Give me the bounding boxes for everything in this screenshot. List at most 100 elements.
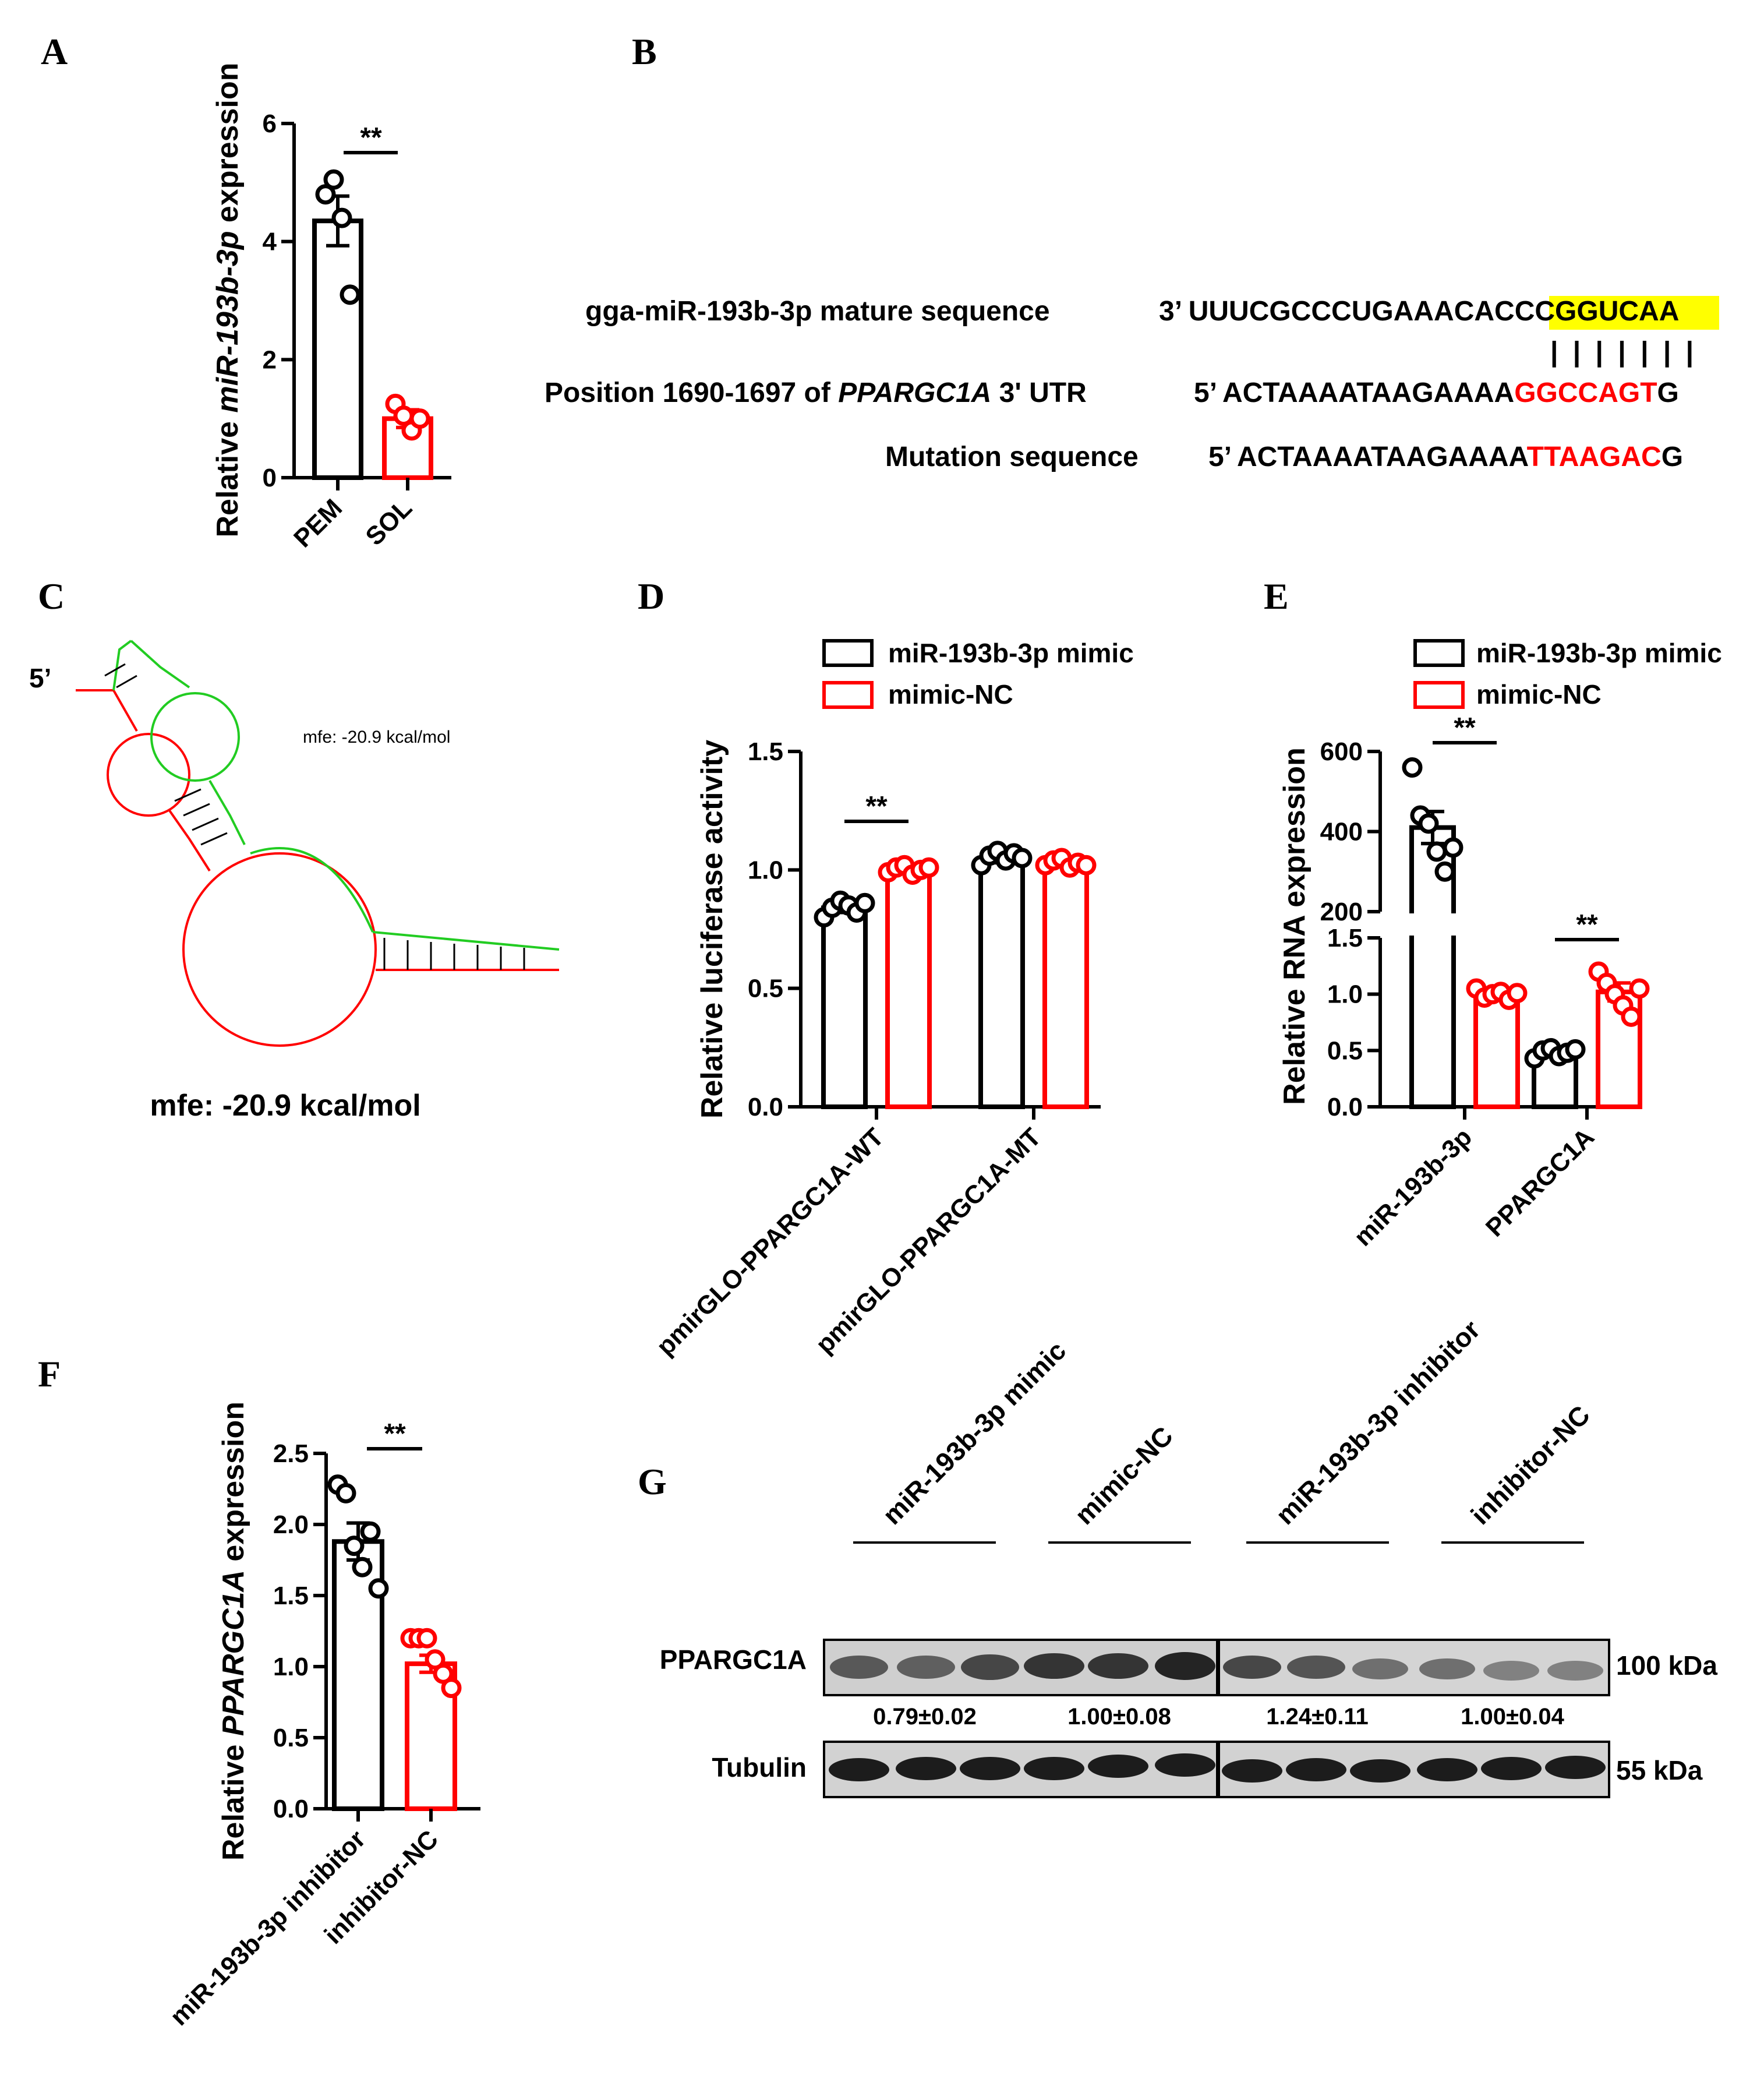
panel-e-y-title: Relative RNA expression	[1278, 747, 1311, 1105]
panel-e-axis-break-mask	[1409, 913, 1456, 936]
panel-e-g0-s0-point-4	[1434, 861, 1455, 882]
panel-f-sig-label: **	[384, 1418, 406, 1449]
panel-f-bar-1-point-5	[441, 1678, 462, 1699]
panel-letter-c: C	[38, 576, 65, 617]
panel-e-g0-s0-point-0	[1402, 757, 1423, 778]
panel-g-lane-label-inhibitor: miR-193b-3p inhibitor	[1270, 1314, 1486, 1530]
panel-e-tick-label-3: 1.5	[1327, 924, 1363, 952]
panel-f-chart: Relative PPARGC1A expression 0.0 0.5 1.0 1.…	[165, 1402, 480, 2031]
panel-letter-b: B	[632, 31, 657, 72]
panel-d-g0-s0-point-5	[854, 892, 875, 913]
panel-e-legend-swatch-nc	[1413, 681, 1465, 709]
panel-d-tick-label-2: 1.0	[748, 856, 783, 884]
panel-g-bands	[829, 1652, 1606, 1783]
panel-d-legend-swatch-nc	[822, 681, 874, 709]
panel-a-pem-point-0	[315, 184, 336, 205]
panel-e-g1-s1-point-5	[1629, 978, 1650, 999]
panel-d-g1-s0-bar	[978, 856, 1025, 1109]
panel-a-xlabel-0: PEM	[288, 493, 348, 553]
panel-e-tick-label-6: 600	[1320, 737, 1363, 766]
panel-f-y-title: Relative PPARGC1A expression	[217, 1402, 250, 1861]
panel-a-tick-label-1: 2	[263, 345, 277, 374]
panel-e-sig-label-0: **	[1454, 712, 1476, 743]
panel-g-quant-mimic: 0.79±0.02	[873, 1704, 977, 1730]
panel-a-y-title: Relative miR-193b-3p expression	[211, 63, 245, 538]
panel-e-chart: miR-193b-3p mimic mimic-NC Relative RNA …	[1278, 638, 1722, 1252]
panel-f-bar-0-point-1	[335, 1483, 356, 1503]
panel-d-sig-label-0: **	[865, 791, 888, 822]
panel-letter-g: G	[638, 1461, 667, 1502]
panel-f-bar-1-point-2	[416, 1628, 437, 1649]
panel-g-blot-tubulin-left	[823, 1741, 1218, 1798]
panel-b-row2-label: Position 1690-1697 of PPARGC1A 3' UTR	[545, 377, 1087, 408]
panel-a-pem-bar	[312, 218, 363, 480]
panel-c-rna-structure: 5’ mfe: -20.9 kcal/mol	[29, 640, 560, 1123]
panel-c-hairpin	[76, 640, 560, 1047]
panel-a-tick-label-0: 0	[263, 464, 277, 492]
panel-g-row-label-ppargc1a: PPARGC1A	[660, 1644, 807, 1675]
panel-f-tick-label-0: 0.0	[273, 1795, 309, 1823]
panel-d-legend-nc: mimic-NC	[888, 679, 1013, 710]
panel-e-g0-s0-point-2	[1418, 813, 1439, 834]
panel-letter-a: A	[41, 31, 68, 72]
panel-a-tick-label-2: 4	[263, 228, 277, 256]
panel-e-g1-s0-point-5	[1565, 1039, 1586, 1060]
panel-d-tick-label-1: 0.5	[748, 975, 783, 1003]
panel-a-sig-label: **	[360, 122, 382, 153]
panel-e-g0-s0-bar	[1409, 825, 1456, 1109]
panel-f-tick-label-4: 2.0	[273, 1510, 309, 1539]
panel-f-tick-label-2: 1.0	[273, 1653, 309, 1681]
panel-g-lane-label-inhibitor-nc: inhibitor-NC	[1465, 1399, 1596, 1530]
panel-e-legend: miR-193b-3p mimic mimic-NC	[1413, 638, 1722, 710]
panel-e-tick-label-1: 0.5	[1327, 1036, 1363, 1065]
panel-e-legend-swatch-mimic	[1413, 639, 1465, 667]
panel-e-tick-label-0: 0.0	[1327, 1093, 1363, 1121]
panel-d-g1-s1-point-5	[1076, 855, 1097, 876]
panel-f-tick-label-5: 2.5	[273, 1439, 309, 1468]
panel-a-pem-point-2	[331, 207, 352, 228]
panel-g-blot-ppargc1a-right	[1218, 1639, 1610, 1696]
panel-e-xlabel-0: miR-193b-3p	[1349, 1123, 1477, 1251]
panel-e-legend-mimic: miR-193b-3p mimic	[1476, 638, 1722, 668]
panel-b-row1-label: gga-miR-193b-3p mature sequence	[585, 296, 1050, 327]
panel-e-legend-nc: mimic-NC	[1476, 679, 1602, 710]
panel-b-row1-seq: 3’ UUUCGCCCUGAAACACCCGGUCAA	[1159, 296, 1679, 327]
panel-d-g1-s1-bar	[1042, 860, 1089, 1109]
panel-d-tick-label-0: 0.0	[748, 1093, 783, 1121]
panel-c-mfe-inner: mfe: -20.9 kcal/mol	[303, 728, 450, 747]
panel-d-legend-mimic: miR-193b-3p mimic	[888, 638, 1134, 668]
panel-f-bar-0-point-2	[344, 1536, 365, 1557]
panel-a-xlabel-1: SOL	[360, 493, 418, 551]
panel-f-tick-label-1: 0.5	[273, 1724, 309, 1752]
panel-c-mfe-caption: mfe: -20.9 kcal/mol	[150, 1089, 420, 1123]
panel-f-bar-0-point-5	[368, 1578, 389, 1599]
panel-letter-d: D	[638, 576, 664, 617]
panel-b-seed-highlight	[1549, 296, 1719, 330]
panel-a-tick-label-3: 6	[263, 110, 277, 138]
panel-e-tick-label-5: 400	[1320, 818, 1363, 846]
panel-b-row3-label: Mutation sequence	[885, 442, 1139, 472]
panel-d-y-title: Relative luciferase activity	[695, 740, 729, 1118]
panel-e-g0-s0-point-5	[1443, 837, 1463, 858]
panel-g-lane-label-mimic: miR-193b-3p mimic	[876, 1335, 1072, 1530]
panel-f-bar-0-point-3	[352, 1557, 373, 1577]
panel-g-row-label-tubulin: Tubulin	[712, 1752, 807, 1783]
panel-a-sol-bar	[382, 416, 433, 481]
panel-d-g0-s1-point-5	[918, 857, 939, 878]
panel-g-lane-label-mimic-nc: mimic-NC	[1069, 1420, 1179, 1530]
panel-b-pairing-lines: | | | | | | |	[1550, 337, 1697, 368]
panel-f-tick-label-3: 1.5	[273, 1582, 309, 1610]
panel-c-five-prime: 5’	[29, 663, 51, 693]
panel-d-g0-s1-bar	[885, 867, 932, 1110]
panel-b-row3-seq: 5’ ACTAAAATAAGAAAATTAAGACG	[1208, 442, 1683, 472]
panel-d-g0-s0-bar	[821, 905, 868, 1110]
panel-a-chart: Relative miR-193b-3p expression 0 2 4 6 PEM…	[211, 63, 451, 553]
panel-d-g1-s0-point-5	[1012, 848, 1033, 869]
panel-b-row2-seq: 5’ ACTAAAATAAGAAAAGGCCAGTG	[1194, 377, 1679, 408]
panel-e-xlabel-1: PPARGC1A	[1480, 1123, 1600, 1242]
panel-d-legend: miR-193b-3p mimic mimic-NC	[822, 638, 1134, 710]
panel-b-sequence-alignment: gga-miR-193b-3p mature sequence 3’ UUUCG…	[545, 296, 1719, 472]
panel-a-pem-point-1	[323, 169, 344, 190]
panel-d-chart: miR-193b-3p mimic mimic-NC Relative luci…	[651, 638, 1134, 1361]
